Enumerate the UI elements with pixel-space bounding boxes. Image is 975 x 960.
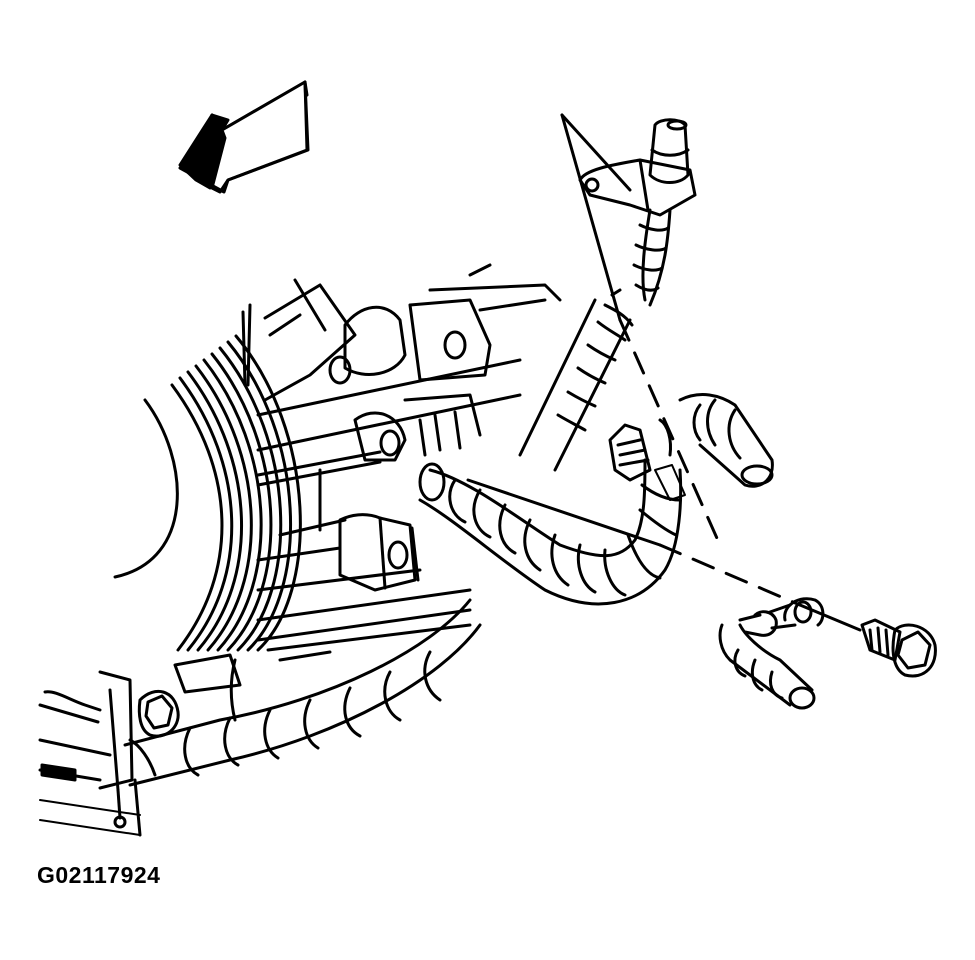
harness-bracket [38, 670, 180, 837]
figure-id-label: G02117924 [37, 862, 161, 888]
top-connector [578, 118, 697, 307]
alignment-leader-lines [466, 113, 862, 632]
engine-frame [173, 263, 562, 722]
upper-harness-branch [518, 288, 634, 472]
fan-shroud-fins [113, 303, 302, 652]
right-connector [608, 393, 774, 501]
main-wiring-harness [123, 458, 683, 787]
ring-terminal [718, 597, 825, 710]
direction-arrow-icon [178, 80, 310, 194]
ground-bolt [860, 618, 937, 678]
